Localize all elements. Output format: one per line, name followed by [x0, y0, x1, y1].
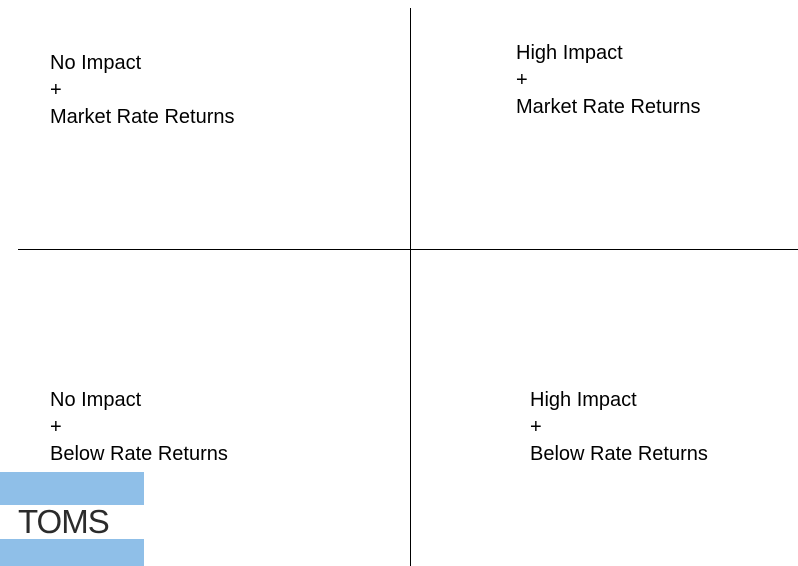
horizontal-axis-line	[18, 249, 798, 250]
logo-band-bottom	[0, 539, 144, 566]
quadrant-plus-sign: +	[50, 79, 62, 101]
vertical-axis-line	[410, 8, 411, 566]
quadrant-impact-label: No Impact	[50, 52, 142, 74]
logo-wordmark: TOMS	[18, 503, 110, 540]
quadrant-top-right: High Impact + Market Rate Returns	[516, 40, 701, 121]
quadrant-returns-label: Market Rate Returns	[516, 96, 701, 118]
quadrant-returns-label: Market Rate Returns	[50, 106, 235, 128]
quadrant-plus-sign: +	[516, 69, 528, 91]
quadrant-returns-label: Below Rate Returns	[50, 443, 228, 465]
quadrant-impact-label: High Impact	[516, 42, 623, 64]
quadrant-impact-label: No Impact	[50, 389, 142, 411]
quadrant-impact-label: High Impact	[530, 389, 637, 411]
quadrant-plus-sign: +	[50, 416, 62, 438]
quadrant-bottom-left: No Impact + Below Rate Returns	[50, 387, 228, 468]
toms-logo: TOMS	[0, 472, 144, 566]
quadrant-top-left: No Impact + Market Rate Returns	[50, 50, 235, 131]
logo-band-top	[0, 472, 144, 505]
quadrant-returns-label: Below Rate Returns	[530, 443, 708, 465]
quadrant-bottom-right: High Impact + Below Rate Returns	[530, 387, 708, 468]
quadrant-plus-sign: +	[530, 416, 542, 438]
